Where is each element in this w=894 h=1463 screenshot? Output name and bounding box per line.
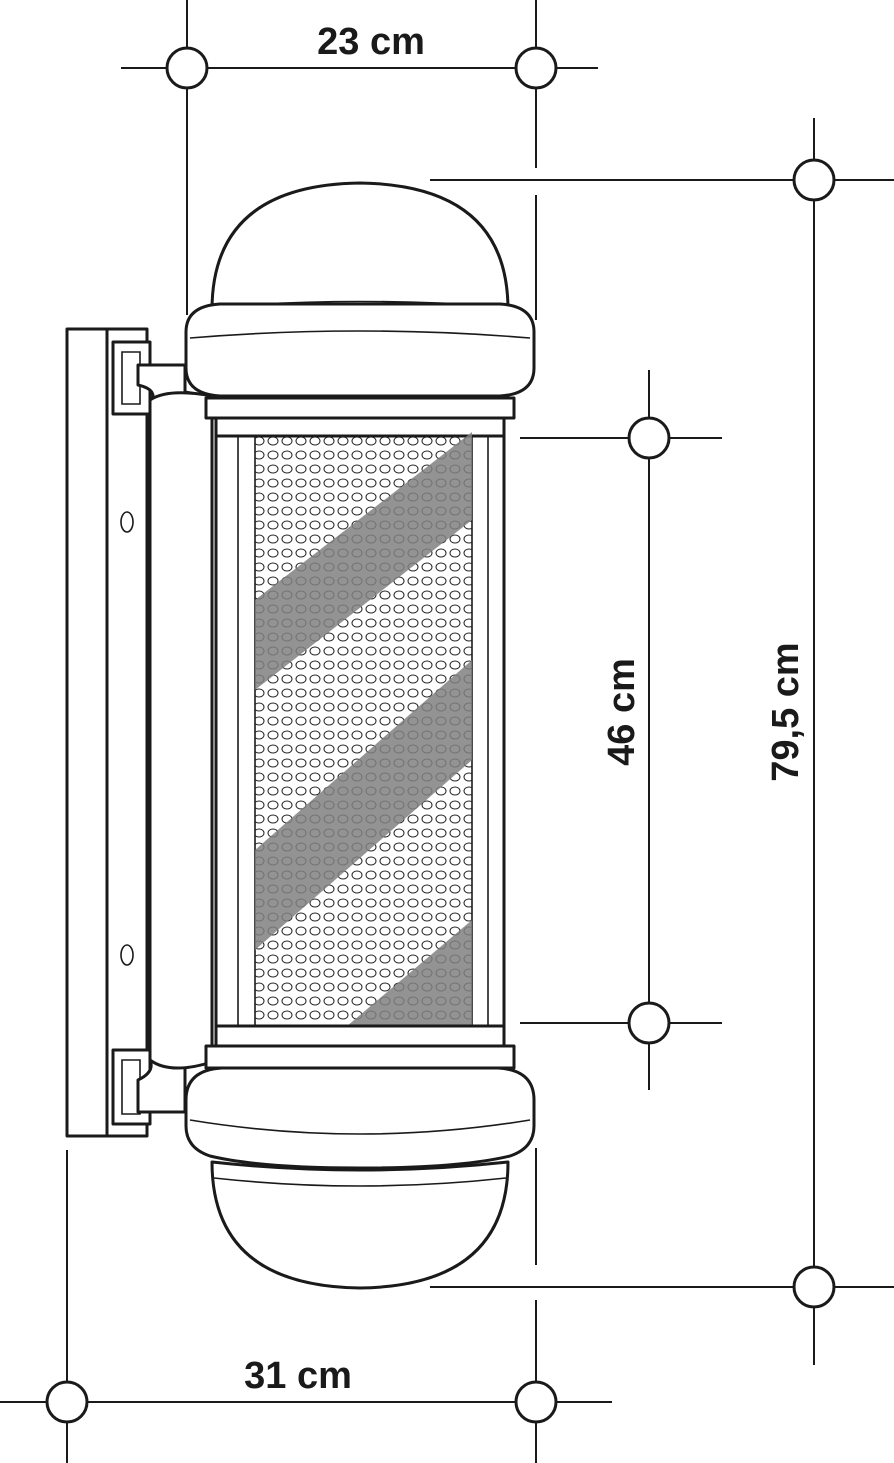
node-top-left	[165, 46, 209, 90]
bottom-collar	[184, 1024, 536, 1170]
bottom-width-label: 31 cm	[244, 1355, 352, 1397]
screw-hole-lower	[120, 944, 134, 966]
screw-hole-upper	[120, 511, 134, 533]
dimension-nodes	[45, 46, 836, 1424]
stripe-height-label: 46 cm	[601, 658, 643, 766]
bottom-dome	[210, 1160, 510, 1290]
node-bottom-right	[514, 1380, 558, 1424]
stripe-band	[255, 432, 472, 1032]
node-stripe-bottom	[627, 1001, 671, 1045]
wall-bracket	[65, 327, 152, 1138]
top-cap	[184, 302, 536, 440]
node-top-right	[514, 46, 558, 90]
top-width-label: 23 cm	[317, 21, 425, 63]
glass-cylinder	[214, 432, 506, 1032]
node-total-top	[792, 158, 836, 202]
total-height-label: 79,5 cm	[765, 642, 807, 781]
node-stripe-top	[627, 416, 671, 460]
node-total-bottom	[792, 1265, 836, 1309]
support-arm	[136, 363, 214, 1114]
node-bottom-left	[45, 1380, 89, 1424]
top-dome	[210, 181, 510, 312]
